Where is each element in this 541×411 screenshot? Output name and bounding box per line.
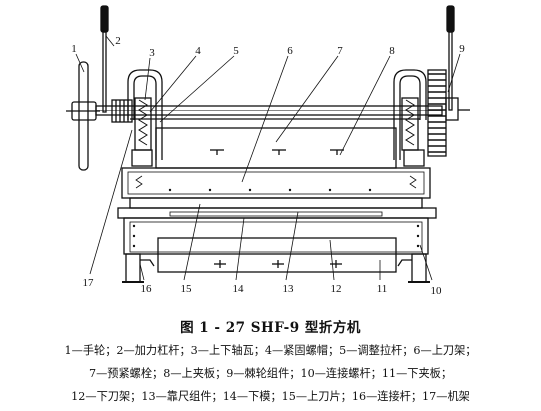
part-label: 9 [459,43,465,55]
lever-right [446,5,470,111]
part-label: 10 [431,285,443,297]
left-bearing-assembly [111,69,163,167]
part-labels: 1 2 3 4 5 6 7 8 9 10 11 12 13 14 15 16 1… [71,35,465,297]
straightedge-table [117,207,437,219]
part-label: 15 [181,283,193,295]
right-bearing-assembly [393,69,427,167]
part-label: 16 [141,283,153,295]
part-label: 13 [283,283,295,295]
lower-clamp [157,237,397,273]
machine-diagram: 1 2 3 4 5 6 7 8 9 10 11 12 13 14 15 16 1… [66,5,470,297]
handwheel [66,61,100,171]
part-label: 17 [83,277,95,289]
part-label: 12 [331,283,342,295]
ratchet-gear [427,69,459,157]
part-label: 6 [287,45,293,57]
legend-line: 7—预紧螺栓；8—上夹板；9—棘轮组件；10—连接螺杆；11—下夹板； [88,367,453,380]
part-label: 7 [337,45,343,57]
frame-upper-body [121,167,431,199]
part-label: 1 [71,43,77,55]
part-label: 5 [233,45,239,57]
part-label: 3 [149,47,155,59]
part-label: 11 [377,283,388,295]
legend-line: 12—下刀架；13—靠尺组件；14—下模；15—上刀片；16—连接杆；17—机架 [71,390,470,403]
frame-legs [122,253,430,283]
frame-lower-body [123,217,429,255]
lever-left [100,5,109,113]
figure-caption: 图 1 - 27 SHF-9 型折方机 [180,320,361,336]
part-label: 8 [389,45,395,57]
part-label: 14 [233,283,245,295]
main-shaft [95,105,443,120]
upper-blade [129,197,423,209]
leader-lines [75,35,461,281]
upper-clamp [155,127,397,169]
part-label: 2 [115,35,121,47]
legend-line: 1—手轮；2—加力杠杆；3—上下轴瓦；4—紧固螺帽；5—调整拉杆；6—上刀架； [64,344,477,357]
part-label: 4 [195,45,201,57]
